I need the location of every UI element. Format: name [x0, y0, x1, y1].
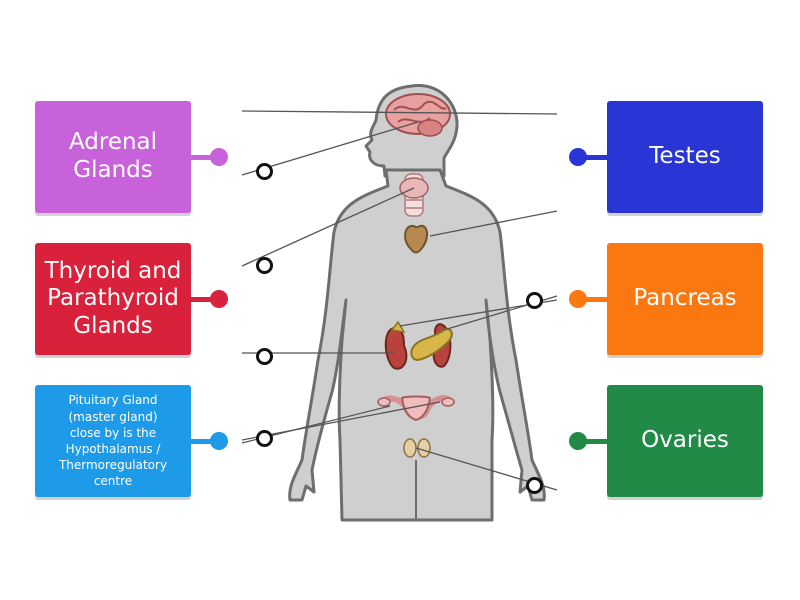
drop-target-brain[interactable] — [256, 163, 273, 180]
label-testes[interactable]: Testes — [607, 101, 763, 213]
label-ovaries-text: Ovaries — [641, 427, 729, 454]
brain-icon — [385, 93, 451, 137]
connector-dot-pancreas — [569, 290, 587, 308]
label-pancreas-text: Pancreas — [633, 285, 737, 312]
drop-target-uterus[interactable] — [256, 430, 273, 447]
drop-target-pancreas[interactable] — [526, 292, 543, 309]
connector-pituitary — [191, 439, 215, 444]
connector-dot-pituitary — [210, 432, 228, 450]
label-adrenal-glands[interactable]: Adrenal Glands — [35, 101, 191, 213]
connector-dot-testes — [569, 148, 587, 166]
label-ovaries[interactable]: Ovaries — [607, 385, 763, 497]
testes-icon — [403, 438, 431, 458]
body-outline — [288, 84, 546, 522]
label-testes-text: Testes — [649, 143, 721, 170]
connector-dot-adrenal — [210, 148, 228, 166]
label-thyroid-parathyroid-text: Thyroid and Parathyroid Glands — [44, 257, 182, 339]
heart-icon — [404, 224, 428, 254]
drop-target-testes[interactable] — [526, 477, 543, 494]
label-thyroid-parathyroid[interactable]: Thyroid and Parathyroid Glands — [35, 243, 191, 355]
connector-dot-ovaries — [569, 432, 587, 450]
connector-adrenal — [191, 155, 215, 160]
uterus-icon — [377, 395, 455, 422]
drop-target-kidneys[interactable] — [256, 348, 273, 365]
label-pancreas[interactable]: Pancreas — [607, 243, 763, 355]
pancreas-icon — [410, 328, 453, 362]
drop-target-thyroid[interactable] — [256, 257, 273, 274]
connector-testes — [585, 155, 609, 160]
label-pituitary-gland[interactable]: Pituitary Gland (master gland) close by … — [35, 385, 191, 497]
connector-dot-thyroid — [210, 290, 228, 308]
label-pituitary-gland-text: Pituitary Gland (master gland) close by … — [58, 393, 168, 489]
connector-thyroid — [191, 297, 215, 302]
label-adrenal-glands-text: Adrenal Glands — [68, 129, 158, 183]
connector-ovaries — [585, 439, 609, 444]
connector-pancreas — [585, 297, 609, 302]
